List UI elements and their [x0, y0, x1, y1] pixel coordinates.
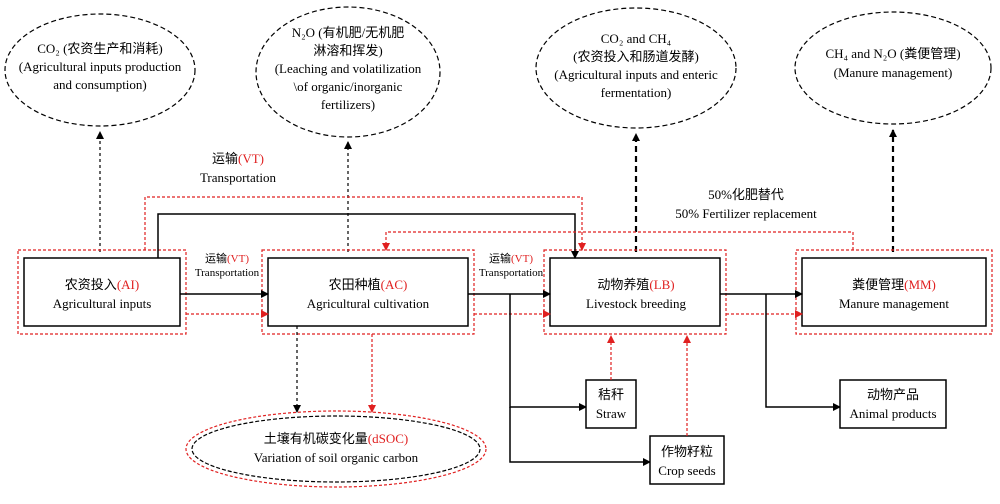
ellipse-n2o-line4: \of organic/inorganic	[294, 79, 403, 94]
box-straw-zh: 秸秆	[598, 387, 624, 402]
ellipse-co2-ch4	[535, 7, 737, 129]
box-straw-en: Straw	[596, 406, 627, 421]
fertilizer-replacement-red	[382, 231, 854, 251]
label-vt-ai-ac-zh: 运输(VT)	[205, 251, 249, 265]
box-livestock-breeding	[549, 257, 721, 327]
label-vt-ai-ac-en: Transportation	[195, 267, 260, 279]
box-ac-zh: 农田种植(AC)	[329, 277, 408, 292]
box-lb-zh: 动物养殖(LB)	[597, 277, 674, 292]
label-vt-top-en: Transportation	[200, 170, 277, 185]
transport-ai-to-lb-black	[157, 213, 579, 259]
ellipse-co2-inputs-line2: (Agricultural inputs production	[19, 59, 182, 74]
ellipse-dsoc-inner	[191, 415, 481, 483]
box-ai-zh: 农资投入(AI)	[65, 277, 139, 292]
ellipse-co2-inputs-line3: and consumption)	[53, 77, 147, 92]
ellipse-co2-ch4-line4: fermentation)	[601, 85, 672, 100]
ellipse-n2o-fertilizer	[255, 6, 441, 138]
box-agricultural-cultivation	[267, 257, 469, 327]
transport-ai-to-lb-red	[144, 196, 586, 251]
dsoc-zh: 土壤有机碳变化量(dSOC)	[264, 431, 408, 446]
ellipse-n2o-line1: N₂O (有机肥/无机肥	[292, 25, 405, 40]
box-animal-products	[839, 379, 947, 429]
ellipse-co2-ch4-line3: (Agricultural inputs and enteric	[554, 67, 718, 82]
ellipse-n2o-line5: fertilizers)	[321, 97, 375, 112]
box-manure-management	[801, 257, 987, 327]
box-mm-en: Manure management	[839, 296, 949, 311]
ellipse-dsoc-outer	[185, 410, 487, 488]
label-vt-ac-lb-en: Transportation	[479, 267, 544, 279]
ellipse-co2-ch4-line2: (农资投入和肠道发酵)	[573, 49, 699, 64]
ellipse-n2o-line2: 淋溶和挥发)	[313, 43, 382, 58]
ellipse-ch4-n2o-line1: CH₄ and N₂O (粪便管理)	[825, 46, 960, 61]
label-vt-top-zh: 运输(VT)	[212, 151, 264, 166]
arrow-to-animal-products	[765, 294, 841, 411]
box-animal-zh: 动物产品	[867, 387, 919, 402]
box-lb-en: Livestock breeding	[586, 296, 686, 311]
label-fertilizer-en: 50% Fertilizer replacement	[675, 206, 817, 221]
ellipse-ch4-n2o-line2: (Manure management)	[834, 65, 953, 80]
arrow-to-crop-seeds	[509, 407, 651, 466]
dsoc-en: Variation of soil organic carbon	[254, 450, 419, 465]
box-animal-en: Animal products	[849, 406, 936, 421]
ellipse-co2-inputs-line1: CO₂ (农资生产和消耗)	[37, 41, 163, 56]
ellipse-co2-inputs	[4, 13, 196, 127]
box-crop-seeds	[649, 435, 725, 485]
box-ac-en: Agricultural cultivation	[307, 296, 430, 311]
box-seeds-en: Crop seeds	[658, 463, 715, 478]
box-ai-en: Agricultural inputs	[53, 296, 152, 311]
box-seeds-zh: 作物籽粒	[661, 444, 713, 459]
dashed-frame-ai	[17, 249, 187, 335]
ellipse-ch4-n2o	[794, 11, 992, 125]
ellipse-n2o-line3: (Leaching and volatilization	[275, 61, 422, 76]
label-fertilizer-zh: 50%化肥替代	[708, 187, 784, 202]
box-agricultural-inputs	[23, 257, 181, 327]
ellipse-co2-ch4-line1: CO₂ and CH₄	[601, 31, 672, 46]
box-mm-zh: 粪便管理(MM)	[852, 277, 936, 292]
label-vt-ac-lb-zh: 运输(VT)	[489, 251, 533, 265]
